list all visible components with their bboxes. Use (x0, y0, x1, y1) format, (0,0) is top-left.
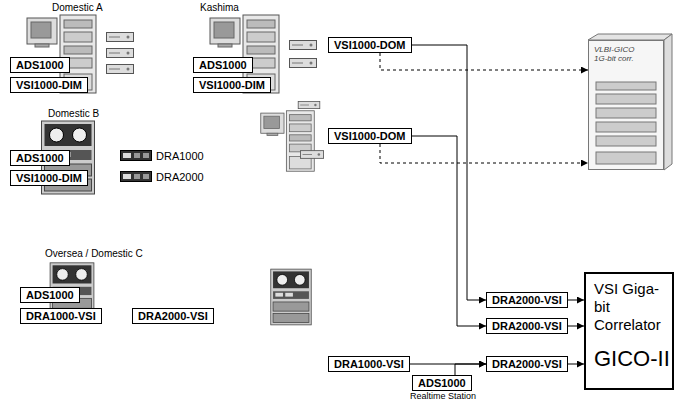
box-label: ADS1000 (26, 289, 74, 301)
box-label: ADS1000 (16, 152, 64, 164)
box-label: DRA1000-VSI (334, 358, 404, 370)
device-label: DRA1000 (156, 150, 204, 162)
interface-box: VSI1000-DIM (193, 77, 271, 93)
site-label: Kashima (200, 2, 239, 13)
box-label: DRA2000-VSI (492, 320, 562, 332)
interface-box: VSI1000-DIM (10, 170, 88, 186)
dashed-arrow (380, 144, 588, 163)
correlator-box: VSI Giga-bit CorrelatorGICO-II (584, 272, 674, 390)
box-label: VSI1000-DOM (334, 130, 406, 142)
box-label: DRA2000-VSI (138, 310, 208, 322)
signal-arrow (568, 364, 584, 365)
device-label: DRA2000 (156, 171, 204, 183)
box-label: VSI1000-DIM (199, 79, 265, 91)
box-label: ADS1000 (418, 377, 466, 389)
box-label: DRA1000-VSI (26, 310, 96, 322)
box-label: VSI Giga-bit Correlator (594, 280, 668, 334)
signal-arrow (412, 136, 487, 326)
site-label: Domestic B (48, 108, 99, 119)
signal-arrow (455, 364, 486, 375)
adapter-box: ADS1000 (193, 57, 253, 73)
site-label: Realtime Station (410, 391, 476, 401)
adapter-box: ADS1000 (10, 150, 70, 166)
box-label: 1G-bit corr. (594, 54, 658, 63)
box-label: GICO-II (594, 346, 664, 372)
recorder-box: DRA2000-VSI (486, 318, 568, 334)
box-label: ADS1000 (16, 59, 64, 71)
site-label: Domestic A (52, 2, 103, 13)
signal-arrow (568, 326, 584, 327)
interface-box: VSI1000-DOM (328, 37, 412, 53)
interface-box: VSI1000-DOM (328, 128, 412, 144)
box-label: VSI1000-DOM (334, 39, 406, 51)
recorder-box: DRA2000-VSI (486, 292, 568, 308)
adapter-box: ADS1000 (20, 287, 80, 303)
box-label: VSI1000-DIM (16, 79, 82, 91)
recorder-box: DRA2000-VSI (132, 308, 214, 324)
box-label: ADS1000 (199, 59, 247, 71)
correlator-rack: VLBI-GICO1G-bit corr. (588, 40, 664, 170)
adapter-box: ADS1000 (412, 375, 472, 391)
recorder-box: DRA1000-VSI (328, 356, 410, 372)
signal-arrow (412, 45, 487, 300)
signal-arrow (568, 300, 584, 301)
recorder-box: DRA1000-VSI (20, 308, 102, 324)
site-label: Oversea / Domestic C (45, 248, 143, 259)
dashed-arrow (380, 53, 588, 70)
adapter-box: ADS1000 (10, 57, 70, 73)
box-label: VSI1000-DIM (16, 172, 82, 184)
box-label: DRA2000-VSI (492, 358, 562, 370)
interface-box: VSI1000-DIM (10, 77, 88, 93)
box-label: DRA2000-VSI (492, 294, 562, 306)
box-label: VLBI-GICO (594, 45, 658, 54)
recorder-box: DRA2000-VSI (486, 356, 568, 372)
